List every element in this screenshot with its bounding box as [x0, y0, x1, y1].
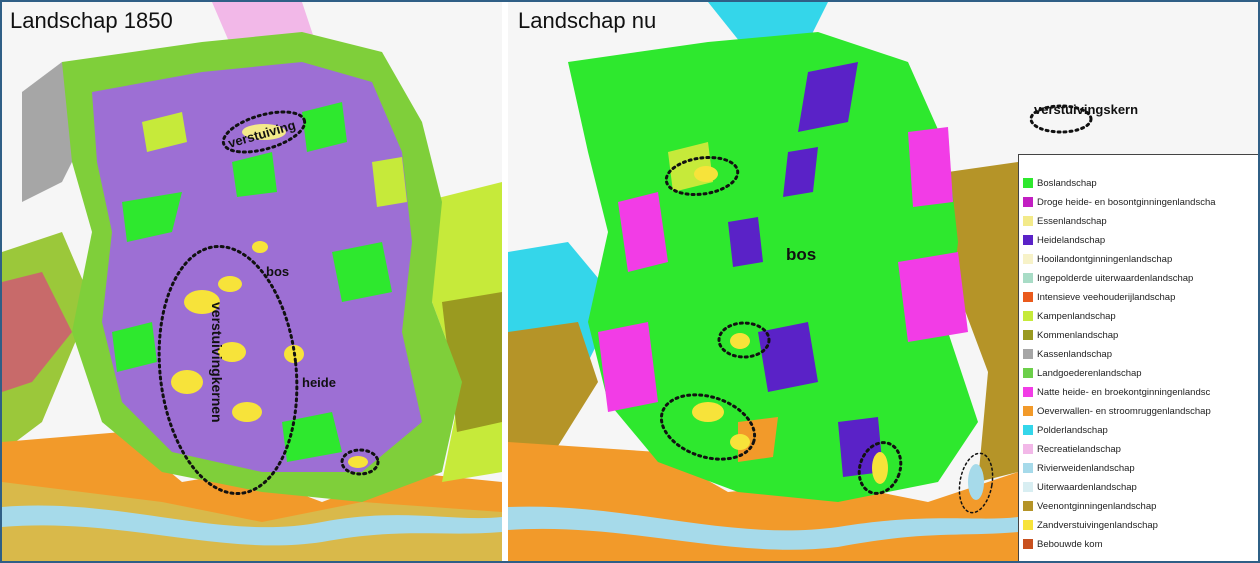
map-title-1850: Landschap 1850	[10, 8, 173, 33]
legend-label: Landgoederenlandschap	[1037, 367, 1142, 379]
annotation-heide: heide	[302, 375, 336, 390]
legend-item: Hooilandontginningenlandschap	[1023, 251, 1172, 267]
legend-item: Zandverstuivingenlandschap	[1023, 517, 1158, 533]
legend-item: Essenlandschap	[1023, 213, 1107, 229]
legend-swatch	[1023, 349, 1033, 359]
legend-swatch	[1023, 425, 1033, 435]
legend-label: Zandverstuivingenlandschap	[1037, 519, 1158, 531]
legend-label: Kassenlandschap	[1037, 348, 1112, 360]
legend-label: Droge heide- en bosontginningenlandscha	[1037, 196, 1216, 208]
legend-swatch	[1023, 273, 1033, 283]
legend-item: Recreatielandschap	[1023, 441, 1121, 457]
legend-swatch	[1023, 311, 1033, 321]
legend-item: Kampenlandschap	[1023, 308, 1116, 324]
legend-item: Uiterwaardenlandschap	[1023, 479, 1137, 495]
legend-swatch	[1023, 368, 1033, 378]
legend-label: Kampenlandschap	[1037, 310, 1116, 322]
legend-label: Intensieve veehouderijlandschap	[1037, 291, 1176, 303]
legend-swatch	[1023, 197, 1033, 207]
map-title-now: Landschap nu	[518, 8, 657, 33]
legend-item: Kassenlandschap	[1023, 346, 1112, 362]
legend-label: Ingepolderde uiterwaardenlandschap	[1037, 272, 1194, 284]
annotation-verstuivingskernen: verstuivingkernen	[209, 302, 225, 423]
legend-item: Heidelandschap	[1023, 232, 1105, 248]
legend-swatch	[1023, 482, 1033, 492]
legend-item: Bebouwde kom	[1023, 536, 1102, 552]
legend-label: Polderlandschap	[1037, 424, 1108, 436]
legend-swatch	[1023, 387, 1033, 397]
legend-label: Uiterwaardenlandschap	[1037, 481, 1137, 493]
map-1850: verstuiving verstuivingkernen bos heide …	[2, 2, 502, 561]
legend-label: Hooilandontginningenlandschap	[1037, 253, 1173, 265]
annotation-bos-left: bos	[266, 264, 289, 279]
legend-label: Kommenlandschap	[1037, 329, 1119, 341]
legend-label: Veenontginningenlandschap	[1037, 500, 1157, 512]
legend-item: Veenontginningenlandschap	[1023, 498, 1156, 514]
legend-item: Polderlandschap	[1023, 422, 1108, 438]
legend-item: Droge heide- en bosontginningenlandscha	[1023, 194, 1216, 210]
legend-swatch	[1023, 216, 1033, 226]
legend-swatch	[1023, 463, 1033, 473]
legend-label: Bebouwde kom	[1037, 538, 1103, 550]
legend-swatch	[1023, 501, 1033, 511]
legend-item: Ingepolderde uiterwaardenlandschap	[1023, 270, 1193, 286]
legend-label: Heidelandschap	[1037, 234, 1106, 246]
map-now: bos Landschap nu verstuivingskern Boslan…	[508, 2, 1258, 561]
legend-item: Kommenlandschap	[1023, 327, 1118, 343]
legend-label: Rivierweidenlandschap	[1037, 462, 1135, 474]
legend-swatch	[1023, 235, 1033, 245]
legend-swatch	[1023, 539, 1033, 549]
legend-label: Natte heide- en broekontginningenlandsc	[1037, 386, 1211, 398]
legend-swatch	[1023, 254, 1033, 264]
legend-label: Essenlandschap	[1037, 215, 1107, 227]
legend-item: Oeverwallen- en stroomruggenlandschap	[1023, 403, 1211, 419]
legend-item: Intensieve veehouderijlandschap	[1023, 289, 1175, 305]
legend-label: Recreatielandschap	[1037, 443, 1121, 455]
legend-label: Oeverwallen- en stroomruggenlandschap	[1037, 405, 1211, 417]
map-1850-graphic: verstuiving verstuivingkernen bos heide	[2, 2, 502, 561]
legend-item: Natte heide- en broekontginningenlandsc	[1023, 384, 1210, 400]
legend-swatch	[1023, 444, 1033, 454]
legend-swatch	[1023, 178, 1033, 188]
legend-label: Boslandschap	[1037, 177, 1097, 189]
legend-swatch	[1023, 520, 1033, 530]
dotted-ellipse-icon	[1029, 104, 1093, 134]
legend-swatch	[1023, 406, 1033, 416]
legend-item: Boslandschap	[1023, 175, 1097, 191]
legend-item: Rivierweidenlandschap	[1023, 460, 1135, 476]
map-now-graphic: bos	[508, 2, 1258, 561]
legend-swatch	[1023, 330, 1033, 340]
annotation-bos-right: bos	[786, 245, 816, 264]
map-key: verstuivingskern	[1028, 102, 1138, 134]
legend-item: Landgoederenlandschap	[1023, 365, 1142, 381]
legend-swatch	[1023, 292, 1033, 302]
